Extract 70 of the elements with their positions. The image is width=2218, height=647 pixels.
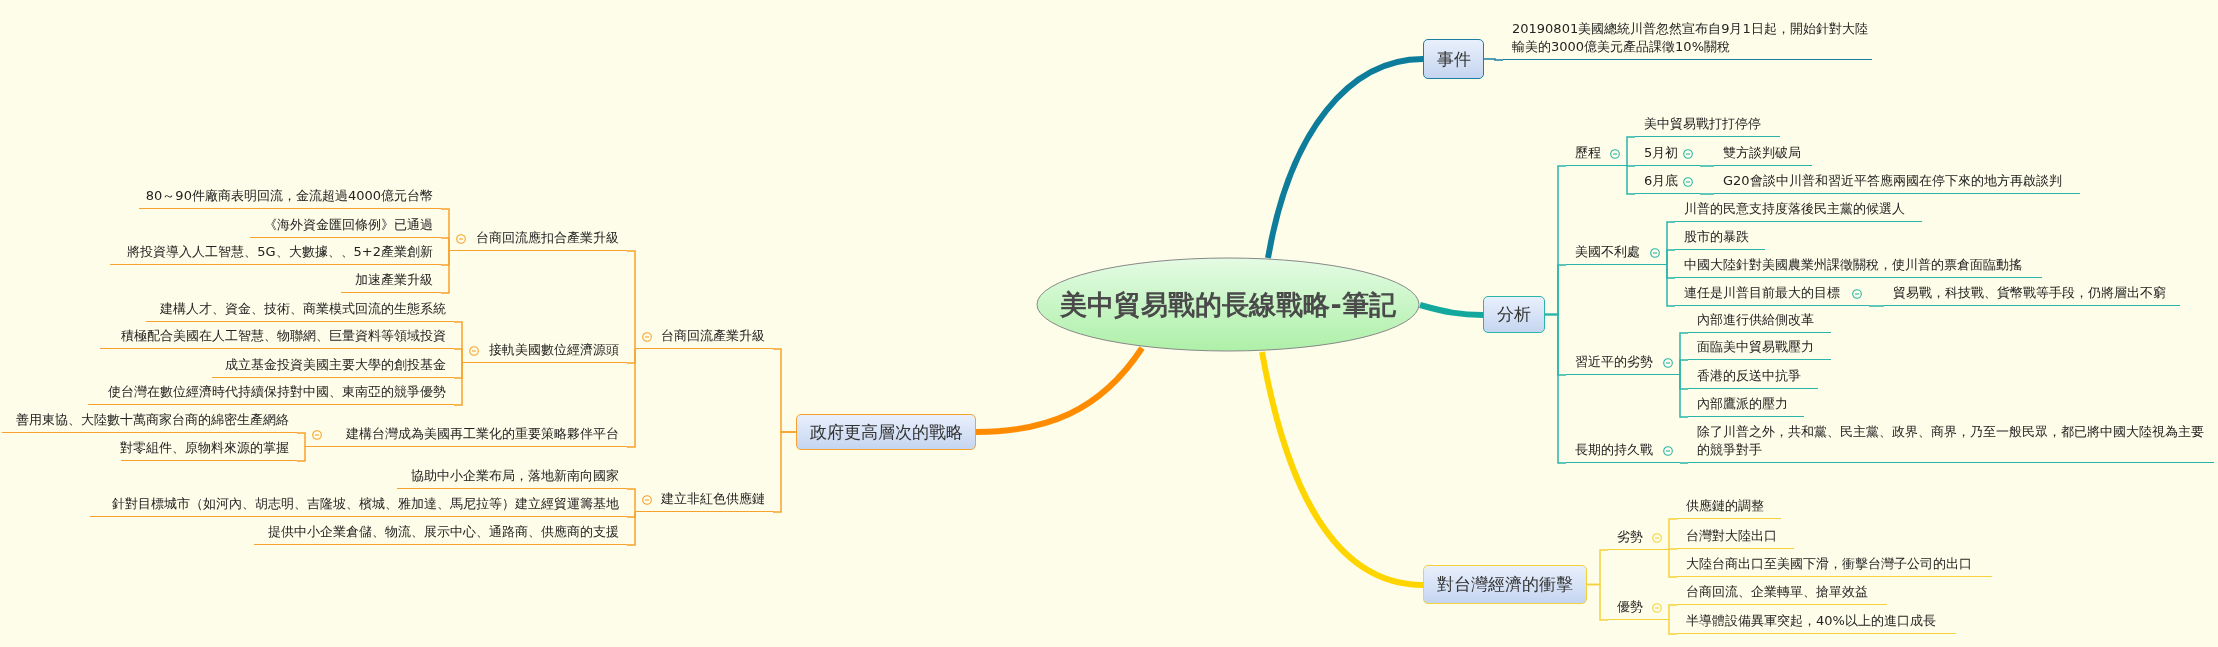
branch-line xyxy=(296,446,306,462)
topic-text: 加速產業升級 xyxy=(341,269,441,293)
topic-text: 提供中小企業倉儲、物流、展示中心、通路商、供應商的支援 xyxy=(254,521,627,545)
branch-line xyxy=(296,432,306,448)
topic-text: 建構人才、資金、技術、商業模式回流的生態系統 xyxy=(146,298,454,322)
branch-line xyxy=(772,431,797,513)
branch-line xyxy=(1668,604,1678,621)
topic-text: 協助中小企業布局，落地新南向國家 xyxy=(397,465,627,489)
branch-line xyxy=(1666,264,1676,307)
topic-text: 積極配合美國在人工智慧、物聯網、巨量資料等領域投資 xyxy=(100,325,454,349)
topic-box: 事件 xyxy=(1423,39,1484,79)
branch-line xyxy=(1666,249,1676,266)
branch-line xyxy=(626,488,636,513)
branch-line xyxy=(1544,313,1567,464)
topic-text: 半導體設備異軍突起，40%以上的進口成長 xyxy=(1677,610,1956,634)
topic-box: 政府更高層次的戰略 xyxy=(796,414,976,450)
branch-line xyxy=(1679,359,1689,376)
branch-line xyxy=(1679,462,1689,464)
topic-text: 使台灣在數位經濟時代持續保持對中國、東南亞的競爭優勢 xyxy=(88,381,454,405)
branch-line xyxy=(1626,165,1636,167)
branch-line xyxy=(453,348,463,364)
topic-text: 川普的民意支持度落後民主黨的候選人 xyxy=(1675,198,1922,222)
branch-line xyxy=(1265,56,1424,259)
topic-text: 內部鷹派的壓力 xyxy=(1688,393,1804,417)
topic-text: 供應鏈的調整 xyxy=(1677,495,1781,519)
branch-line xyxy=(1668,549,1678,578)
topic-text: 針對目標城市（如河內、胡志明、吉隆坡、檳城、雅加達、馬尼拉等）建立經貿運籌基地 xyxy=(90,493,627,517)
branch-line xyxy=(975,346,1145,435)
topic-text: 台商回流、企業轉單、搶單效益 xyxy=(1677,581,1887,605)
topic-text: 美中貿易戰打打停停 xyxy=(1635,113,1780,137)
topic-text: 80～90件廠商表明回流，金流超過4000億元台幣 xyxy=(139,185,441,209)
topic-text: 台灣對大陸出口 xyxy=(1677,525,1794,549)
branch-line xyxy=(453,362,463,406)
branch-line xyxy=(1668,548,1678,551)
topic-text: 除了川普之外，共和黨、民主黨、政界、商界，乃至一般民眾，都已將中國大陸視為主要的競爭對手 xyxy=(1688,421,2214,463)
branch-line xyxy=(1668,619,1678,635)
branch-line xyxy=(1626,136,1636,167)
branch-line xyxy=(440,237,450,252)
branch-line xyxy=(1483,58,1504,61)
branch-line xyxy=(1699,165,1715,167)
branch-line xyxy=(1668,518,1678,551)
branch-line xyxy=(440,250,450,294)
branch-line xyxy=(1419,302,1484,318)
topic-text: 善用東協、大陸數十萬商家台商的綿密生產網絡 xyxy=(2,409,297,433)
topic-text: 內部進行供給側改革 xyxy=(1688,309,1831,333)
topic-text: 《海外資金匯回條例》已通過 xyxy=(250,214,441,238)
branch-line xyxy=(1259,351,1424,588)
branch-line xyxy=(1679,374,1689,418)
topic-text: 大陸台商出口至美國下滑，衝擊台灣子公司的出口 xyxy=(1677,553,1992,577)
topic-text: 將投資導入人工智慧、5G、大數據、、5+2產業創新 xyxy=(110,241,441,265)
topic-text: 香港的反送中抗爭 xyxy=(1688,365,1818,389)
branch-line xyxy=(626,250,636,350)
branch-line xyxy=(1868,305,1885,307)
topic-box: 對台灣經濟的衝擊 xyxy=(1423,565,1587,604)
topic-text: 股市的暴跌 xyxy=(1675,226,1765,250)
branch-line xyxy=(626,348,636,448)
topic-text: 對零組件、原物料來源的掌握 xyxy=(121,437,297,461)
topic-text: 20190801美國總統川普忽然宣布自9月1日起，開始針對大陸輸美的3000億美元產品課徵10%關稅 xyxy=(1503,18,1872,60)
topic-text: 成立基金投資美國主要大學的創投基金 xyxy=(212,354,454,378)
topic-box: 分析 xyxy=(1483,296,1545,333)
topic-text: G20會談中川普和習近平答應兩國在停下來的地方再啟談判 xyxy=(1714,170,2080,194)
branch-line xyxy=(1699,193,1715,195)
topic-text: 雙方談判破局 xyxy=(1714,142,1812,166)
branch-line xyxy=(1586,583,1609,621)
topic-text: 面臨美中貿易戰壓力 xyxy=(1688,336,1831,360)
central-topic-ellipse: 美中貿易戰的長線戰略-筆記 xyxy=(1036,257,1420,352)
topic-text: 貿易戰，科技戰、貨幣戰等手段，仍將層出不窮 xyxy=(1884,282,2180,306)
topic-text: 中國大陸針對美國農業州課徵關稅，使川普的票倉面臨動搖 xyxy=(1675,254,2042,278)
branch-line xyxy=(1626,165,1636,195)
branch-line xyxy=(626,511,636,546)
